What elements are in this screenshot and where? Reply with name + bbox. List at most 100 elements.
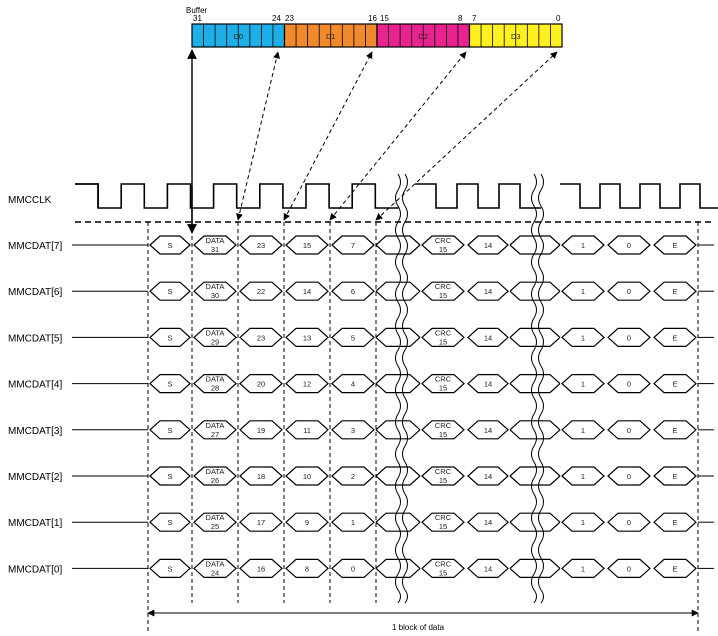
lane-cell-text: 1 [581,472,585,481]
lane-cell-text: 9 [305,518,309,527]
lane-cell [285,281,329,301]
lane-cell [653,235,697,255]
buffer-byte-label: D3 [511,32,521,41]
lane-cell-stub [398,420,421,440]
lane-cell [607,558,651,578]
lane-cell-stub [398,374,421,394]
lane-cell-text: 15 [439,384,447,393]
time-break-line [538,173,544,604]
lane-cell-text: 1 [581,518,585,527]
lane-cell [149,466,191,486]
clock-signal-start [75,183,99,208]
lane-cell-text: 1 [581,333,585,342]
buffer-byte: D2 [376,23,471,48]
lane-cell-text: CRC [435,421,452,430]
lane-cell-text: S [167,426,172,435]
lane-cell-stub [509,420,532,440]
clock-signal [560,183,718,209]
lane-cell-stub [375,281,398,301]
lane-cell [331,512,375,532]
time-break-line [402,173,408,604]
mapping-arrow [283,51,373,221]
lane-cell-text: 27 [211,430,219,439]
lane-cell-stub [398,558,421,578]
lane-cell-text: 1 [581,241,585,250]
lane-cell [193,281,237,301]
lane-cell [239,466,283,486]
lane-cell [467,466,509,486]
lane-cell-text: 0 [351,564,355,573]
lane-cell-stub [532,558,561,578]
buffer-byte: D1 [283,23,378,48]
lane-cell-text: 16 [257,564,265,573]
lane-cell [607,374,651,394]
lane-cell [421,420,465,440]
lane-cell [285,558,329,578]
lane-cell [421,466,465,486]
buffer-byte-label: D1 [326,32,336,41]
lane-cell-text: CRC [435,467,452,476]
lane-cell-text: CRC [435,328,452,337]
lane-label: MMCDAT[2] [8,472,62,483]
lane-cell [421,512,465,532]
lane-cell-text: E [672,241,677,250]
lane-cell-text: CRC [435,236,452,245]
lane-cell [467,281,509,301]
lane-cell-text: 10 [303,472,311,481]
lane-cell-text: 15 [439,291,447,300]
lane-cell-text: 18 [257,472,265,481]
block-span-label: 1 block of data [392,623,445,632]
lane-cell-text: 11 [303,426,311,435]
lane-cell [607,420,651,440]
lane-cell [285,327,329,347]
timing-guides [75,221,714,603]
lane-cell-stub [532,281,561,301]
lane-cell-text: CRC [435,282,452,291]
lane-cell-text: 20 [257,380,265,389]
lane-cell-text: 2 [351,472,355,481]
lane-cell [331,374,375,394]
lane-cell-stub [398,235,421,255]
lane-label: MMCDAT[1] [8,518,62,529]
lane-cell-stub [375,558,398,578]
lane-cell-text: 0 [627,333,631,342]
mapping-arrow [375,51,558,221]
lane-cell [561,512,605,532]
lane-cell-text: E [672,472,677,481]
lane-cell-text: CRC [435,559,452,568]
lane-cell-text: 15 [439,337,447,346]
lane-cell-text: E [672,380,677,389]
lane-cell-text: DATA [206,236,225,245]
buffer-byte-label: D0 [233,32,243,41]
lane-cell-text: E [672,518,677,527]
lane-cell-stub [398,466,421,486]
time-break-line [531,173,537,604]
lane-cell [653,327,697,347]
lane-cell [653,374,697,394]
lane-cell-text: DATA [206,559,225,568]
lane-cell [421,374,465,394]
lane-cell-text: 0 [627,426,631,435]
lane-cell [467,558,509,578]
lane-cell-stub [509,281,532,301]
lane-cell-text: 15 [439,522,447,531]
lane-cell-stub [375,327,398,347]
lane-cell-text: 26 [211,476,219,485]
lane-cell-text: 6 [351,287,355,296]
lane-cell [653,420,697,440]
lane-cell-text: E [672,564,677,573]
lane-cell [653,512,697,532]
lane-cell-text: 15 [439,430,447,439]
lane-cell [421,281,465,301]
clock-waveform [75,183,718,209]
buffer-title: Buffer [186,6,208,15]
lane-cell-text: 13 [303,333,311,342]
lane-cell [561,374,605,394]
lane-cell-stub [532,512,561,532]
lane-cell-stub [398,281,421,301]
